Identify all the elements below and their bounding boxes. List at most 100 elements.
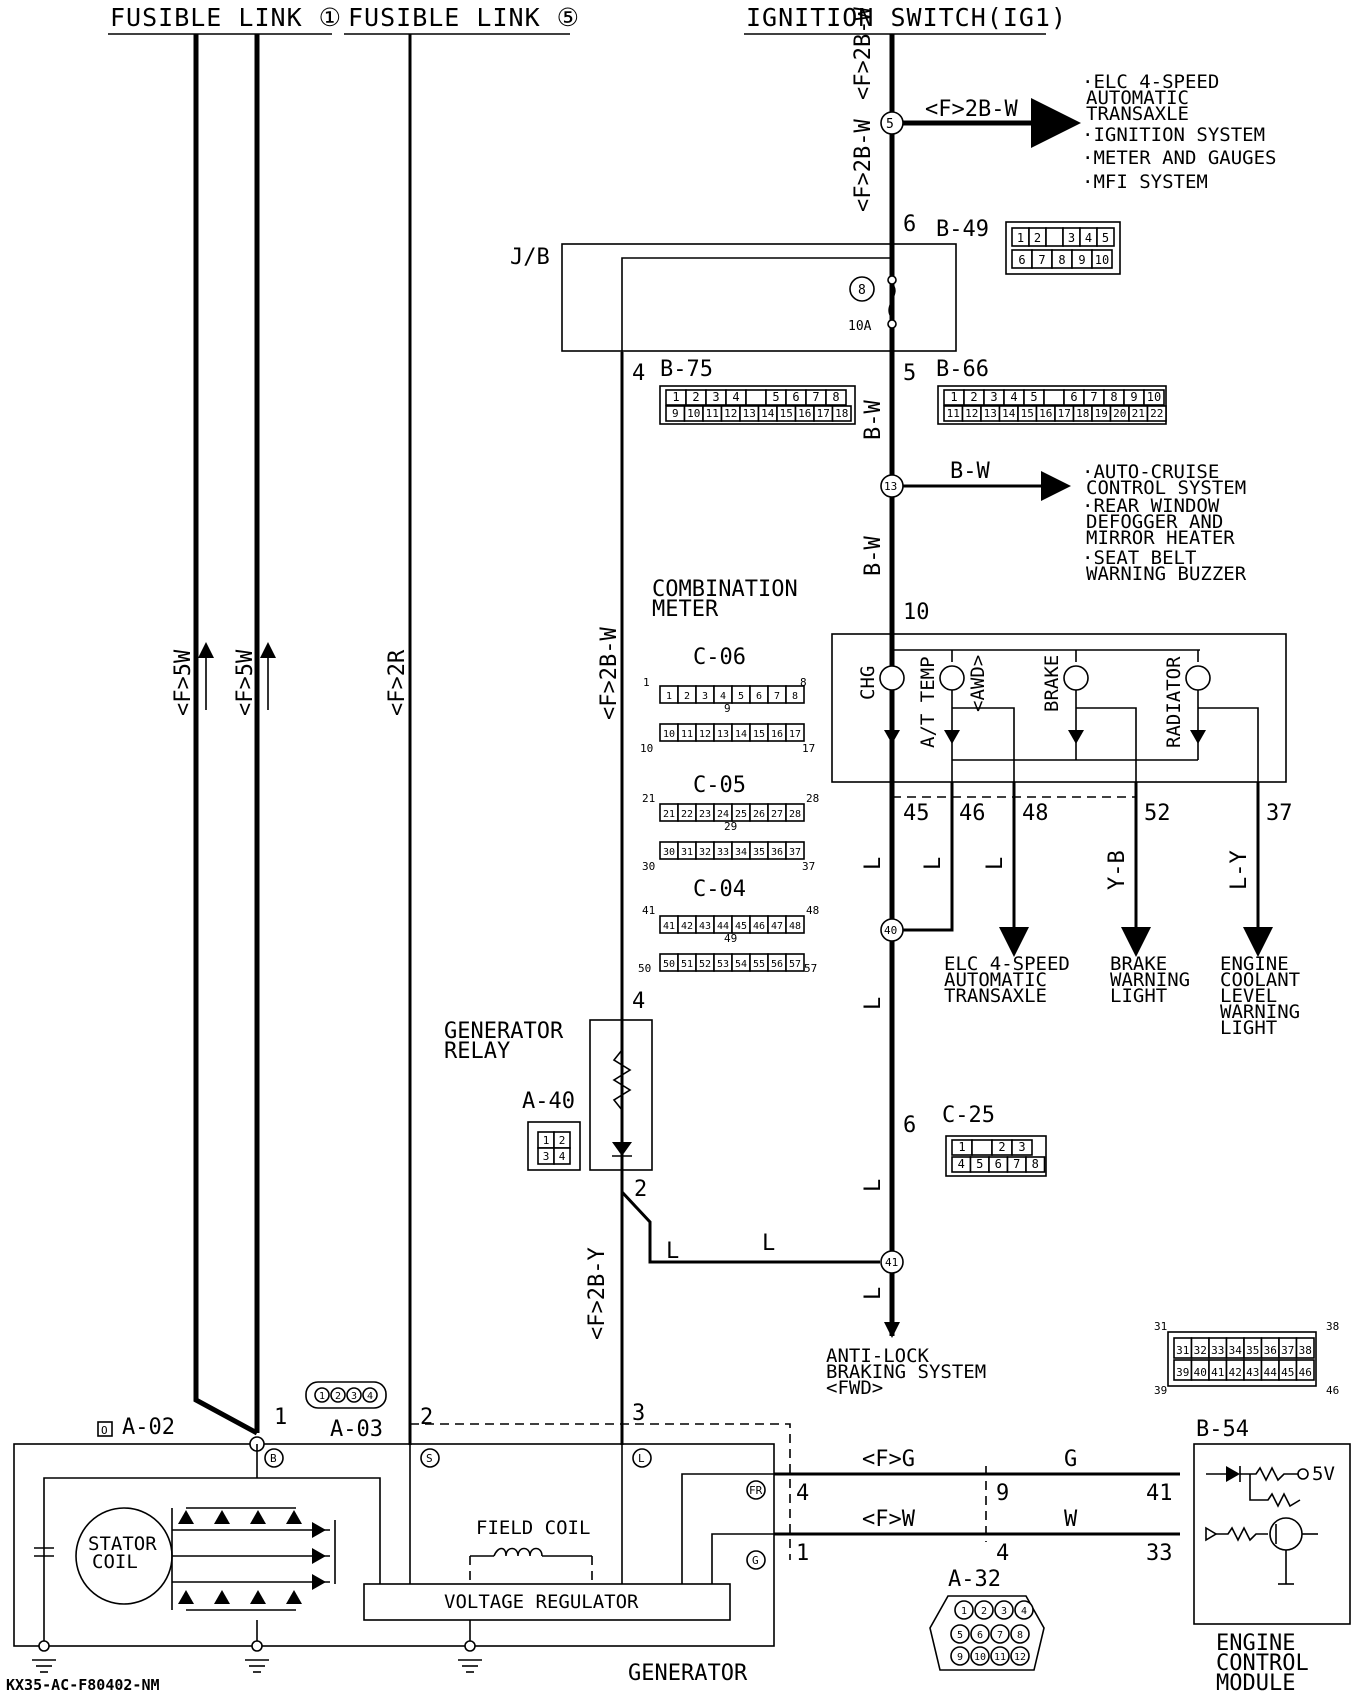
- pin-cell-label: 1: [1017, 231, 1024, 245]
- connector-c05-label: C-05: [693, 773, 746, 798]
- ecm-label-line: ENGINE: [1216, 1631, 1295, 1656]
- fuse-rating: 10A: [848, 319, 872, 334]
- pin-cell-label: 34: [1229, 1344, 1243, 1357]
- pin-33-ecm: 33: [1146, 1541, 1173, 1566]
- pin-cell-label: 7: [1013, 1157, 1020, 1171]
- ecm-resistor: [1249, 1474, 1301, 1508]
- ground-point: [464, 1640, 476, 1652]
- pin-cell-label: 6: [756, 691, 762, 702]
- meter-outputs: 45 46 48 52 37 L L L Y-B L-Y 40: [861, 782, 1293, 957]
- lamp-awd-label: <AWD>: [967, 655, 989, 712]
- pin-cell-label: 35: [1246, 1344, 1259, 1357]
- pin-4-b75: 4: [632, 361, 645, 386]
- rectifier-diode: [250, 1590, 266, 1604]
- pin-cell: [785, 915, 805, 934]
- splice-40-label: 40: [884, 924, 897, 937]
- pin-cell-label: 2: [970, 390, 977, 404]
- pin-cell-label: 17: [789, 729, 801, 740]
- fuse-terminal: [887, 275, 897, 285]
- pin-cell-label: 54: [735, 959, 747, 970]
- pin-cell-label: 20: [1113, 407, 1126, 420]
- engine-control-module: B-54 5V ENGINE CONTROL MODULE: [1193, 1417, 1351, 1696]
- trio-diode: [312, 1522, 326, 1538]
- terminal-g-badge: [746, 1550, 766, 1570]
- pin-cell-label: 14: [761, 407, 775, 420]
- lamp-wire: [1076, 707, 1137, 782]
- pin-cell: [362, 1387, 378, 1403]
- pin-cell-label: 37: [1281, 1344, 1294, 1357]
- pin-cell-label: 13: [717, 729, 729, 740]
- dest-line: ·METER AND GAUGES: [1082, 147, 1276, 169]
- pin-cell-label: 32: [699, 847, 711, 858]
- destination-top-right: ·ELC 4-SPEED AUTOMATIC TRANSAXLE ·IGNITI…: [1082, 71, 1276, 193]
- wire-label-5w-b: <F>5W: [233, 649, 258, 716]
- relay-feed: <F>2B-W 4: [597, 352, 645, 1445]
- pin-cell-label: 7: [1038, 253, 1045, 267]
- pin-cell-label: 44: [717, 921, 729, 932]
- ignition-feed: <F>2B-W <F>2B-W 5 <F>2B-W 6: [851, 7, 1081, 1336]
- wire-label-5w-a: <F>5W: [171, 649, 196, 716]
- pin-cell: [553, 1147, 571, 1165]
- wire-label-bw-branch: B-W: [950, 459, 990, 484]
- pin-cell-label: 33: [717, 847, 729, 858]
- pin-cell: [954, 1600, 974, 1620]
- pin-cell-label: 19: [1095, 407, 1108, 420]
- pin-cell-label: 5: [772, 390, 779, 404]
- pin-cell-label: 8: [832, 390, 839, 404]
- pin-cell-label: 8: [1032, 1157, 1039, 1171]
- pin-num: 37: [802, 860, 815, 873]
- ecm-5v-terminal: [1297, 1468, 1309, 1480]
- pin-cell: [745, 389, 767, 406]
- pin-num: 1: [643, 676, 650, 689]
- pin-cell-label: 11: [706, 407, 719, 420]
- pin-num: 50: [638, 962, 651, 975]
- pin-cell: [971, 1139, 993, 1156]
- pin-num: 30: [642, 860, 655, 873]
- terminal-g-label: G: [752, 1554, 759, 1567]
- bw-section: B-W 13 B-W B-W 10: [861, 400, 1071, 625]
- pin-cell-label: 7: [812, 390, 819, 404]
- pin-cell-label: 2: [692, 390, 699, 404]
- pin-num: 38: [1326, 1320, 1339, 1333]
- lamp-radiator-label: RADIATOR: [1163, 656, 1185, 748]
- connector-c06-label: C-06: [693, 645, 746, 670]
- pin-cell-label: 15: [1021, 407, 1034, 420]
- jb-outline: [561, 243, 957, 352]
- dest-line: DEFOGGER AND: [1086, 511, 1223, 533]
- diode: [1068, 730, 1084, 744]
- pin-num: 57: [804, 962, 817, 975]
- dest-abs-line: <FWD>: [826, 1377, 883, 1399]
- pin-num: 46: [1326, 1384, 1339, 1397]
- pin-cell: [346, 1387, 362, 1403]
- pin-cell-label: 10: [1147, 390, 1161, 404]
- terminal-b-badge: [264, 1448, 284, 1468]
- terminal-fr-badge: [746, 1480, 766, 1500]
- relay-label-line: RELAY: [444, 1039, 510, 1064]
- pin-cell-label: 3: [990, 390, 997, 404]
- ecm-label-line: CONTROL: [1216, 1651, 1309, 1676]
- pin-48: 48: [1022, 801, 1049, 826]
- pin-cell-label: 6: [1070, 390, 1077, 404]
- stator-label-line: STATOR: [88, 1533, 157, 1555]
- pin-4-m: 4: [996, 1541, 1009, 1566]
- pin-cell-label: 50: [663, 959, 675, 970]
- pin-cell: [970, 1646, 990, 1666]
- diode: [1190, 730, 1206, 744]
- pin-cell-label: 10: [687, 407, 700, 420]
- dest-brake-line: LIGHT: [1110, 985, 1167, 1007]
- pin-cell-label: 9: [957, 1652, 963, 1663]
- pin-cell-label: 18: [1076, 407, 1089, 420]
- pin-cell-label: 41: [1211, 1366, 1224, 1379]
- pin-cell-label: 14: [735, 729, 747, 740]
- pin-cell-label: 3: [1001, 1606, 1007, 1617]
- ground-point: [251, 1640, 263, 1652]
- wire-label-bw-2: B-W: [861, 536, 886, 576]
- wire-label-2bw-top: <F>2B-W: [851, 7, 876, 100]
- pin-cell: [1014, 1600, 1034, 1620]
- connector-b49-label: B-49: [936, 217, 989, 242]
- pin-cell-label: 3: [543, 1150, 550, 1163]
